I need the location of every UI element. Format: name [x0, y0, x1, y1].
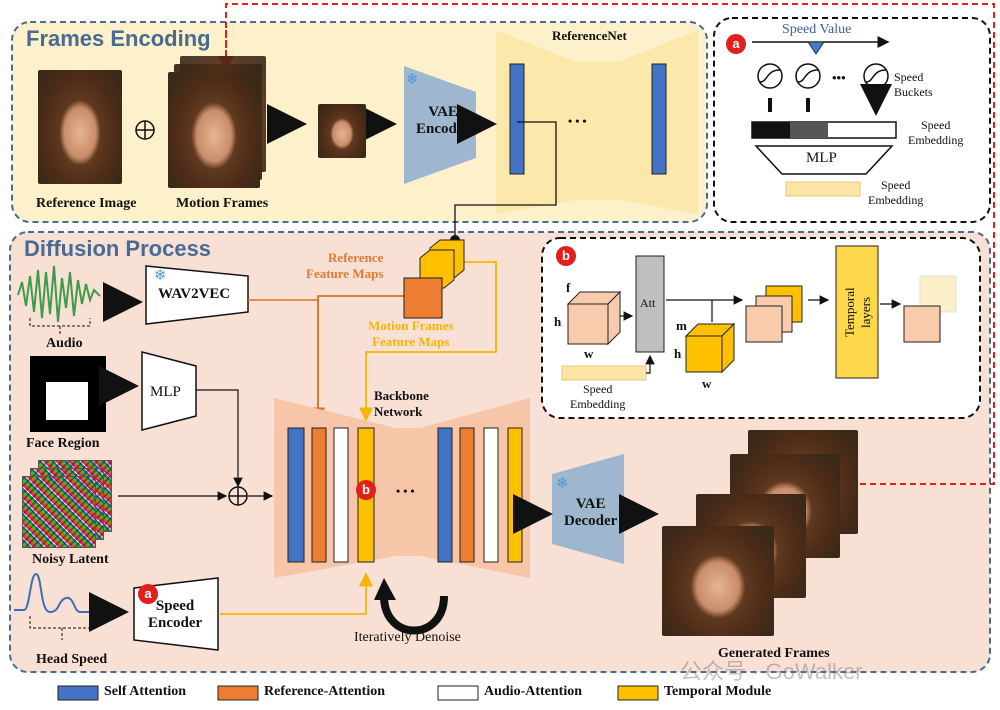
backbone-audio-attn-2: [483, 427, 499, 563]
wav2vec-shape: [145, 265, 249, 325]
panel-b-speed-embedding: [561, 365, 647, 381]
speed-embedding-output: [785, 181, 861, 197]
generated-frames-label: Generated Frames: [718, 646, 830, 661]
reference-net-label: ReferenceNet: [552, 28, 627, 43]
audio-label: Audio: [46, 336, 83, 351]
vae-encoder-label: VAE Encoder: [416, 104, 471, 137]
reference-feature-maps-label: Reference Feature Maps: [306, 250, 384, 281]
vae-decoder-label: VAE Decoder: [564, 496, 618, 529]
legend-swatch-2: [437, 685, 479, 701]
speed-buckets-label: Speed Buckets: [894, 70, 933, 99]
watermark: 公众号 · GoWalker: [680, 659, 863, 684]
panel-b-output-cubes: [903, 275, 957, 343]
head-speed-label: Head Speed: [36, 652, 108, 667]
badge-a-speed-encoder: a: [138, 584, 158, 604]
frames-encoding-title: Frames Encoding: [26, 26, 211, 51]
reference-feature-map: [403, 277, 443, 319]
refnet-dots: • • •: [568, 114, 587, 128]
legend-swatch-3: [617, 685, 659, 701]
backbone-ref-attn-2: [459, 427, 475, 563]
panel-b-w2: w: [702, 376, 712, 391]
backbone-dots: • • •: [396, 484, 415, 498]
generated-frame-1: [662, 526, 774, 636]
legend-label-0: Self Attention: [104, 684, 187, 699]
panel-b-m: m: [676, 318, 687, 333]
wav2vec-label: WAV2VEC: [158, 286, 231, 302]
motion-frames-feature-maps-label: Motion Frames Feature Maps: [368, 318, 454, 349]
speed-encoder-label: Speed Encoder: [148, 598, 203, 631]
panel-b-f: f: [566, 280, 571, 295]
refnet-block-right: [651, 63, 667, 175]
red-loop-line: [225, 3, 995, 485]
panel-a-mlp-label: MLP: [806, 150, 837, 166]
temporal-layers-block: [835, 245, 879, 379]
panel-b-speed-embedding: Speed Embedding: [570, 382, 626, 411]
mlp-label: MLP: [150, 384, 181, 400]
panel-b-concat-cubes: [745, 285, 803, 343]
panel-b-h: h: [554, 314, 562, 329]
denoise-arc: [380, 595, 448, 635]
noisy-latent-label: Noisy Latent: [32, 552, 109, 567]
backbone-audio-attn-1: [333, 427, 349, 563]
speed-value-label: Speed Value: [782, 22, 852, 37]
att-block: [635, 255, 665, 353]
backbone-self-attn-1: [287, 427, 305, 563]
encoded-frame-small: [318, 104, 366, 158]
legend-label-1: Reference-Attention: [264, 684, 386, 699]
panel-a-mlp-shape: [754, 145, 894, 175]
badge-b: b: [556, 246, 576, 266]
legend-label-3: Temporal Module: [664, 684, 772, 699]
head-speed-curve: [14, 572, 95, 614]
panel-b-m-cube: [684, 322, 736, 374]
speed-embedding-bottom-label: Speed Embedding: [868, 178, 924, 207]
temporal-layers-label: Temporal layers: [842, 287, 873, 337]
mlp-shape: [141, 351, 197, 431]
snowflake-icon: ❄: [406, 70, 419, 88]
panel-b-w: w: [584, 346, 594, 361]
snowflake-icon: ❄: [154, 266, 167, 284]
reference-image: [38, 70, 122, 184]
legend-label-2: Audio-Attention: [484, 684, 583, 699]
refnet-block-left: [509, 63, 525, 175]
backbone-self-attn-2: [437, 427, 453, 563]
panel-b-input-cube: [566, 290, 622, 346]
panel-b-h2: h: [674, 346, 682, 361]
snowflake-icon: ❄: [556, 474, 569, 492]
badge-a: a: [726, 34, 746, 54]
backbone-temporal-2: [507, 427, 523, 563]
diffusion-process-title: Diffusion Process: [24, 236, 212, 261]
legend-swatch-1: [217, 685, 259, 701]
vae-encoder-shape: [404, 66, 476, 184]
badge-b-backbone: b: [356, 480, 376, 500]
panel-b-att: Att: [640, 296, 656, 310]
motion-frames-image: [168, 72, 260, 188]
backbone-ref-attn-1: [311, 427, 327, 563]
motion-frames-label: Motion Frames: [176, 196, 269, 211]
iteratively-denoise-label: Iteratively Denoise: [354, 630, 461, 645]
audio-waveform: [17, 265, 101, 323]
panel-a-bucket-dots: •••: [832, 70, 846, 85]
reference-image-label: Reference Image: [36, 196, 137, 211]
face-region-label: Face Region: [26, 436, 100, 451]
speed-embedding-top-label: Speed Embedding: [908, 118, 964, 147]
vae-decoder-shape: [552, 454, 624, 564]
speed-value-marker: [807, 41, 825, 55]
legend-swatch-0: [57, 685, 99, 701]
noisy-latent-front: [22, 476, 96, 548]
backbone-network-label: Backbone Network: [374, 388, 429, 419]
